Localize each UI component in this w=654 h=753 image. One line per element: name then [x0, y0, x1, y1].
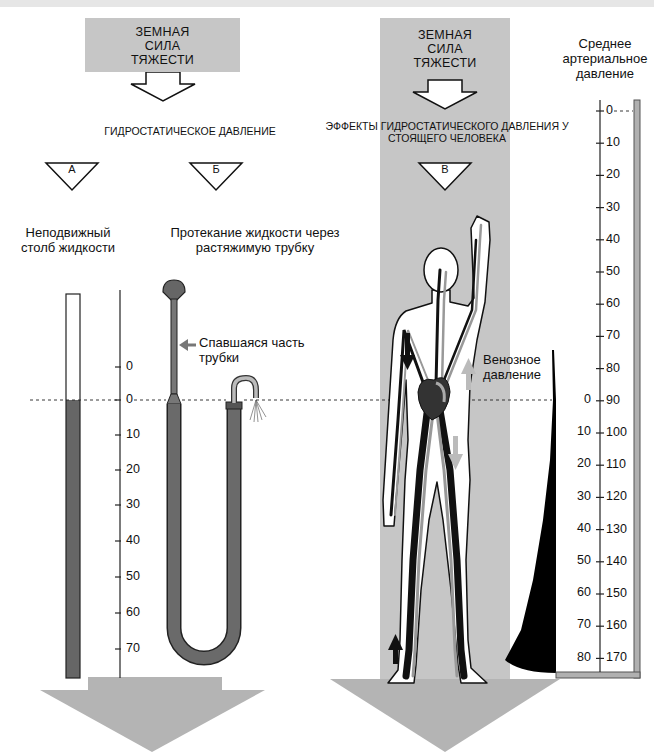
scale-tick [596, 271, 604, 272]
scale-number: 40 [125, 533, 141, 547]
scale-number: 120 [605, 489, 628, 503]
scale-number: 80 [576, 650, 592, 664]
scale-tick [596, 561, 604, 562]
scale-tick [115, 469, 121, 470]
scale-tick [596, 143, 604, 144]
scale-tick [596, 400, 604, 401]
scale-number: 0 [125, 392, 134, 406]
scale-tick [596, 626, 604, 627]
scale-tick [115, 540, 121, 541]
scale-tick [596, 432, 604, 433]
scale-number: 40 [576, 521, 592, 535]
scale-number: 140 [605, 554, 628, 568]
scale-tick [596, 304, 604, 305]
scale-tick [596, 658, 604, 659]
scale-title: Венозное давление [483, 353, 551, 383]
panel-letter: В [435, 163, 455, 176]
scale-number: 60 [125, 605, 141, 619]
scale-number: 70 [605, 328, 621, 342]
scale-number: 50 [576, 553, 592, 567]
scale-number: 170 [605, 650, 628, 664]
scale-tick [115, 612, 121, 613]
scale-tick [115, 434, 121, 435]
section-title: ЭФФЕКТЫ ГИДРОСТАТИЧЕСКОГО ДАВЛЕНИЯ У СТО… [322, 120, 572, 144]
scale-number: 20 [576, 456, 592, 470]
node-title: ЗЕМНАЯ СИЛА ТЯЖЕСТИ [120, 25, 206, 67]
scale-number: 0 [125, 359, 134, 373]
scale-tick [115, 366, 121, 367]
scale-number: 30 [605, 200, 621, 214]
gravity-box: ЗЕМНАЯ СИЛА ТЯЖЕСТИ [380, 18, 510, 78]
scale-number: 10 [125, 427, 141, 441]
scale-tick [596, 110, 604, 111]
scale-number: 90 [605, 393, 621, 407]
scale-tick [596, 175, 604, 176]
scale-number: 0 [583, 392, 592, 406]
scale-tick [596, 368, 604, 369]
scale-number: 150 [605, 586, 628, 600]
scale-number: 160 [605, 618, 628, 632]
scale-title: Среднее артериальное давление [559, 37, 651, 82]
scale-number: 60 [576, 585, 592, 599]
gravity-box: ЗЕМНАЯ СИЛА ТЯЖЕСТИ [85, 18, 240, 72]
scale-number: 30 [576, 489, 592, 503]
scale-tick [596, 529, 604, 530]
scale-number: 40 [605, 232, 621, 246]
scale-tick [596, 497, 604, 498]
scale-tick [596, 207, 604, 208]
panel-letter: А [62, 163, 82, 176]
scale-number: 0 [605, 103, 614, 117]
node-title: ЗЕМНАЯ СИЛА ТЯЖЕСТИ [402, 28, 488, 70]
panel-letter: Б [206, 163, 226, 176]
panel-caption: Неподвижный столб жидкости [8, 226, 128, 256]
scale-number: 70 [576, 617, 592, 631]
callout-label: Спавшаяся часть трубки [199, 336, 307, 366]
scale-tick [115, 648, 121, 649]
scale-tick [115, 504, 121, 505]
scale-number: 20 [605, 167, 621, 181]
scale-number: 100 [605, 425, 628, 439]
section-title: ГИДРОСТАТИЧЕСКОЕ ДАВЛЕНИЕ [40, 125, 340, 137]
scale-tick [596, 465, 604, 466]
scale-number: 30 [125, 497, 141, 511]
scale-number: 130 [605, 522, 628, 536]
scale-number: 50 [125, 569, 141, 583]
scale-tick [596, 239, 604, 240]
scale-tick [596, 336, 604, 337]
scale-number: 80 [605, 361, 621, 375]
scale-number: 10 [576, 424, 592, 438]
scale-number: 10 [605, 135, 621, 149]
scale-number: 50 [605, 264, 621, 278]
scale-number: 110 [605, 457, 627, 471]
scale-tick [596, 593, 604, 594]
panel-caption: Протекание жидкости через растяжимую тру… [148, 226, 362, 256]
scale-number: 60 [605, 296, 621, 310]
scale-number: 20 [125, 462, 141, 476]
scale-tick [115, 576, 121, 577]
scale-number: 70 [125, 641, 141, 655]
